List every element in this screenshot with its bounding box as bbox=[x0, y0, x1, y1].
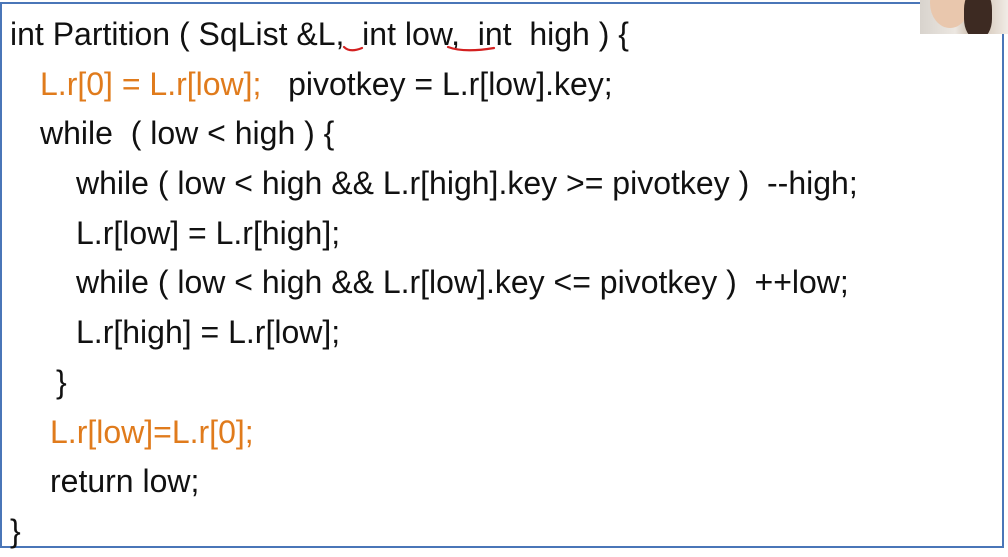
webcam-overlay bbox=[920, 0, 1008, 34]
code-line-inner-while-low: while ( low < high && L.r[low].key <= pi… bbox=[76, 264, 849, 301]
slide-frame bbox=[0, 2, 1004, 548]
code-segment-pivotkey: pivotkey = L.r[low].key; bbox=[261, 65, 613, 102]
underline-mark-low bbox=[446, 44, 498, 54]
code-line-inner-while-high: while ( low < high && L.r[high].key >= p… bbox=[76, 165, 858, 202]
code-line-assign-high: L.r[high] = L.r[low]; bbox=[76, 314, 341, 351]
code-block: int Partition ( SqList &L, int low, int … bbox=[10, 10, 990, 557]
code-line-return: return low; bbox=[50, 463, 200, 500]
code-line-assign-low: L.r[low] = L.r[high]; bbox=[76, 214, 341, 251]
code-line-close-function: } bbox=[10, 512, 21, 549]
underline-mark-L bbox=[342, 44, 366, 54]
presenter-hair bbox=[964, 0, 992, 34]
code-line-init: L.r[0] = L.r[low]; pivotkey = L.r[low].k… bbox=[10, 60, 990, 110]
code-line-restore-pivot: L.r[low]=L.r[0]; bbox=[50, 413, 254, 450]
code-line-close-while: } bbox=[56, 363, 67, 400]
code-line-outer-while: while ( low < high ) { bbox=[40, 115, 335, 152]
code-segment-sentinel: L.r[0] = L.r[low]; bbox=[40, 65, 262, 102]
code-line-signature: int Partition ( SqList &L, int low, int … bbox=[10, 16, 629, 52]
